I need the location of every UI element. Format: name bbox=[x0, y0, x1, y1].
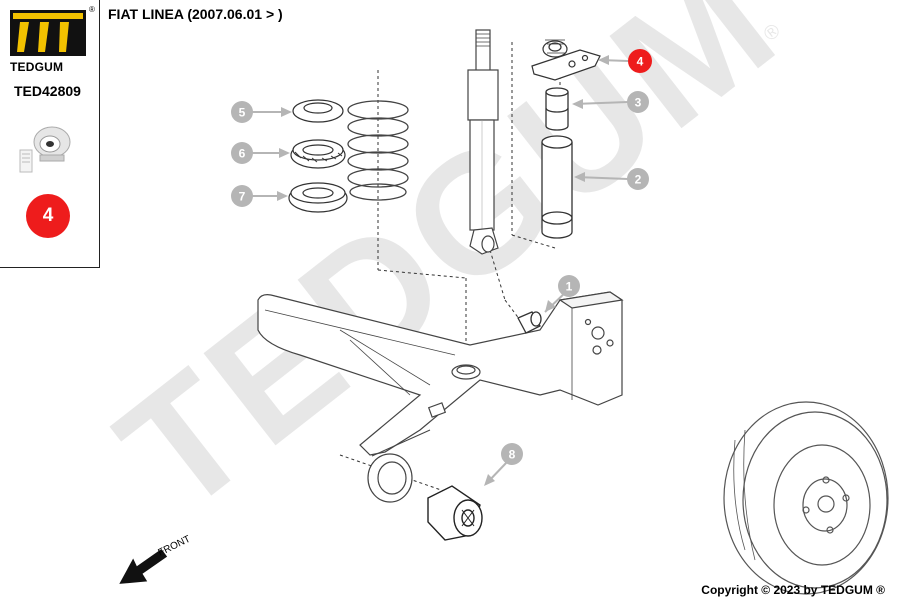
shock-lower-bush bbox=[517, 311, 542, 334]
tedgum-logo-icon: ® bbox=[10, 5, 95, 56]
front-direction-arrow: FRONT bbox=[119, 534, 192, 584]
callout-6-label: 6 bbox=[239, 147, 246, 161]
twist-beam-axle bbox=[257, 291, 624, 503]
callout-4[interactable]: 4 bbox=[598, 49, 652, 73]
copyright-notice: Copyright © 2023 by TEDGUM ® bbox=[701, 583, 885, 597]
callout-7-label: 7 bbox=[239, 190, 246, 204]
shock-absorber bbox=[467, 29, 499, 255]
coil-spring bbox=[347, 100, 409, 201]
selected-position-badge: 4 bbox=[26, 194, 70, 238]
rear-wheel bbox=[723, 401, 889, 595]
callout-5-label: 5 bbox=[239, 106, 246, 120]
callout-7[interactable]: 7 bbox=[231, 185, 288, 207]
brand-name: TEDGUM bbox=[10, 60, 64, 74]
callout-1-label: 1 bbox=[566, 280, 573, 294]
upper-spring-seat bbox=[292, 99, 344, 123]
svg-text:TEDGUM: TEDGUM bbox=[86, 0, 812, 549]
top-mount bbox=[531, 39, 601, 81]
callout-1[interactable]: 1 bbox=[544, 275, 580, 313]
callout-6[interactable]: 6 bbox=[231, 142, 290, 164]
callout-3[interactable]: 3 bbox=[572, 91, 649, 113]
part-code: TED42809 bbox=[14, 83, 81, 99]
part-info-panel: ® TEDGUM TED42809 4 bbox=[0, 0, 100, 268]
tedgum-watermark: TEDGUM ® bbox=[86, 0, 812, 549]
strut-bearing bbox=[290, 139, 346, 169]
callout-3-label: 3 bbox=[635, 96, 642, 110]
trailing-arm-bush bbox=[427, 485, 483, 541]
dust-cover bbox=[541, 135, 573, 239]
callout-4-label: 4 bbox=[637, 55, 644, 69]
page-title: FIAT LINEA (2007.06.01 > ) bbox=[108, 6, 283, 22]
callout-2[interactable]: 2 bbox=[574, 168, 649, 190]
svg-text:®: ® bbox=[89, 5, 95, 14]
callout-5[interactable]: 5 bbox=[231, 101, 292, 123]
bushing-thumbnail-icon bbox=[19, 126, 71, 173]
bump-stop bbox=[545, 87, 569, 131]
callout-8[interactable]: 8 bbox=[484, 443, 523, 486]
callout-2-label: 2 bbox=[635, 173, 642, 187]
callout-8-label: 8 bbox=[509, 448, 516, 462]
lower-spring-seat bbox=[288, 182, 348, 213]
front-label: FRONT bbox=[156, 534, 192, 559]
